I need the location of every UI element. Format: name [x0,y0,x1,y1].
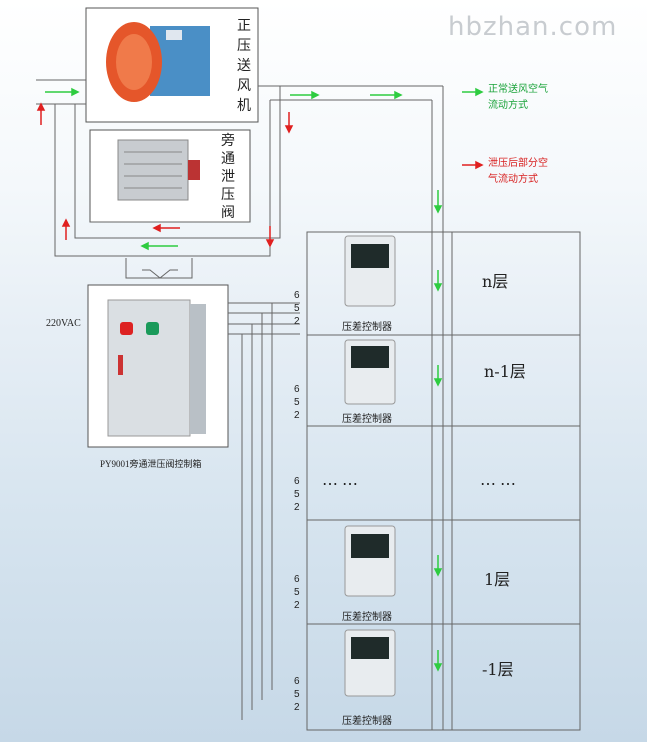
terminal-2: 2 [294,502,300,513]
legend-relief-line2: 气流动方式 [488,174,538,185]
fan-char: 机 [237,98,251,114]
terminal-6: 6 [294,574,300,585]
floor-label: 1层 [484,570,511,589]
terminal-2: 2 [294,410,300,421]
voltage-label: 220VAC [46,318,81,329]
terminal-5: 5 [294,397,300,408]
valve-char: 旁 [221,133,235,149]
legend-normal: 正常送风空气 流动方式 [488,82,548,114]
legend-relief: 泄压后部分空 气流动方式 [488,156,548,188]
fan-char: 送 [237,58,251,74]
valve-char: 通 [221,151,235,167]
valve-char: 压 [221,187,235,203]
controller-label: 压差控制器 [342,612,392,623]
legend-normal-line1: 正常送风空气 [488,84,548,95]
legend-relief-line1: 泄压后部分空 [488,158,548,169]
floor-label: -1层 [482,660,514,679]
green-button [146,322,159,335]
valve-label: 旁 通 泄 压 阀 [220,132,236,222]
fan-char: 正 [237,18,251,34]
terminal-5: 5 [294,489,300,500]
terminal-6: 6 [294,676,300,687]
green-flow-arrows [45,87,484,672]
terminal-2: 2 [294,316,300,327]
floor-label: n-1层 [484,362,526,381]
terminal-6: 6 [294,384,300,395]
fan-char: 压 [237,38,251,54]
terminal-5: 5 [294,689,300,700]
ellipsis-middle: …… [322,470,362,489]
controller-label: 压差控制器 [342,322,392,333]
terminal-5: 5 [294,303,300,314]
controller-label: 压差控制器 [342,716,392,727]
fan-char: 风 [237,78,251,94]
duct-lines [36,79,444,730]
red-button [120,322,133,335]
terminal-6: 6 [294,476,300,487]
terminal-2: 2 [294,600,300,611]
floor-label: …… [480,470,520,489]
terminal-2: 2 [294,702,300,713]
red-flow-arrows [36,102,484,248]
fan-graphic [106,22,210,102]
valve-char: 泄 [221,169,235,185]
bus-wires [228,302,300,720]
controllers [344,235,396,697]
terminal-5: 5 [294,587,300,598]
valve-char: 阀 [221,205,235,221]
watermark: hbzhan.com [448,12,618,42]
floor-grid [306,231,581,731]
terminal-6: 6 [294,290,300,301]
control-box-caption: PY9001旁通泄压阀控制箱 [100,459,202,469]
legend-normal-line2: 流动方式 [488,100,528,111]
fan-label: 正 压 送 风 机 [236,16,252,116]
floor-label: n层 [482,272,509,291]
controller-label: 压差控制器 [342,414,392,425]
valve-graphic [117,139,200,201]
